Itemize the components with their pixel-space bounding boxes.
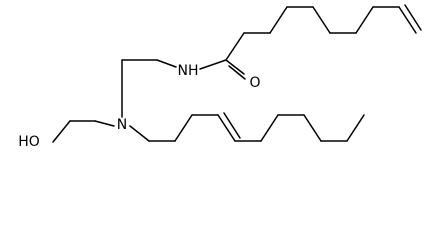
- bond: [269, 6, 288, 34]
- ethylene-linker: [121, 59, 177, 118]
- carbonyl: [225, 59, 246, 80]
- bond: [260, 114, 279, 142]
- bond: [94, 120, 115, 127]
- bond: [303, 114, 322, 142]
- bond: [225, 32, 245, 61]
- double-bond: [225, 59, 245, 75]
- double-bond: [217, 114, 236, 142]
- chemical-structure: HO N NH O: [18, 4, 422, 150]
- carbonyl-oxygen-label: O: [249, 75, 260, 91]
- bond: [52, 120, 71, 143]
- amine-nitrogen-label: N: [117, 117, 127, 133]
- double-bond: [398, 6, 417, 34]
- bond: [355, 6, 374, 34]
- hydroxyethyl-arm: [52, 120, 115, 143]
- double-bond-inner: [404, 4, 422, 31]
- double-bond-inner: [223, 112, 241, 139]
- double-bond-inner: [228, 65, 246, 80]
- hydroxyl-label: HO: [18, 134, 40, 150]
- octenyl-arm: [129, 112, 365, 142]
- amide-nitrogen-label: NH: [178, 63, 199, 79]
- bond: [346, 114, 365, 142]
- bond: [156, 59, 177, 68]
- bond: [199, 59, 227, 70]
- bond: [312, 6, 331, 34]
- octenoyl-chain: [225, 4, 422, 61]
- bond: [129, 125, 150, 142]
- bond: [174, 114, 193, 142]
